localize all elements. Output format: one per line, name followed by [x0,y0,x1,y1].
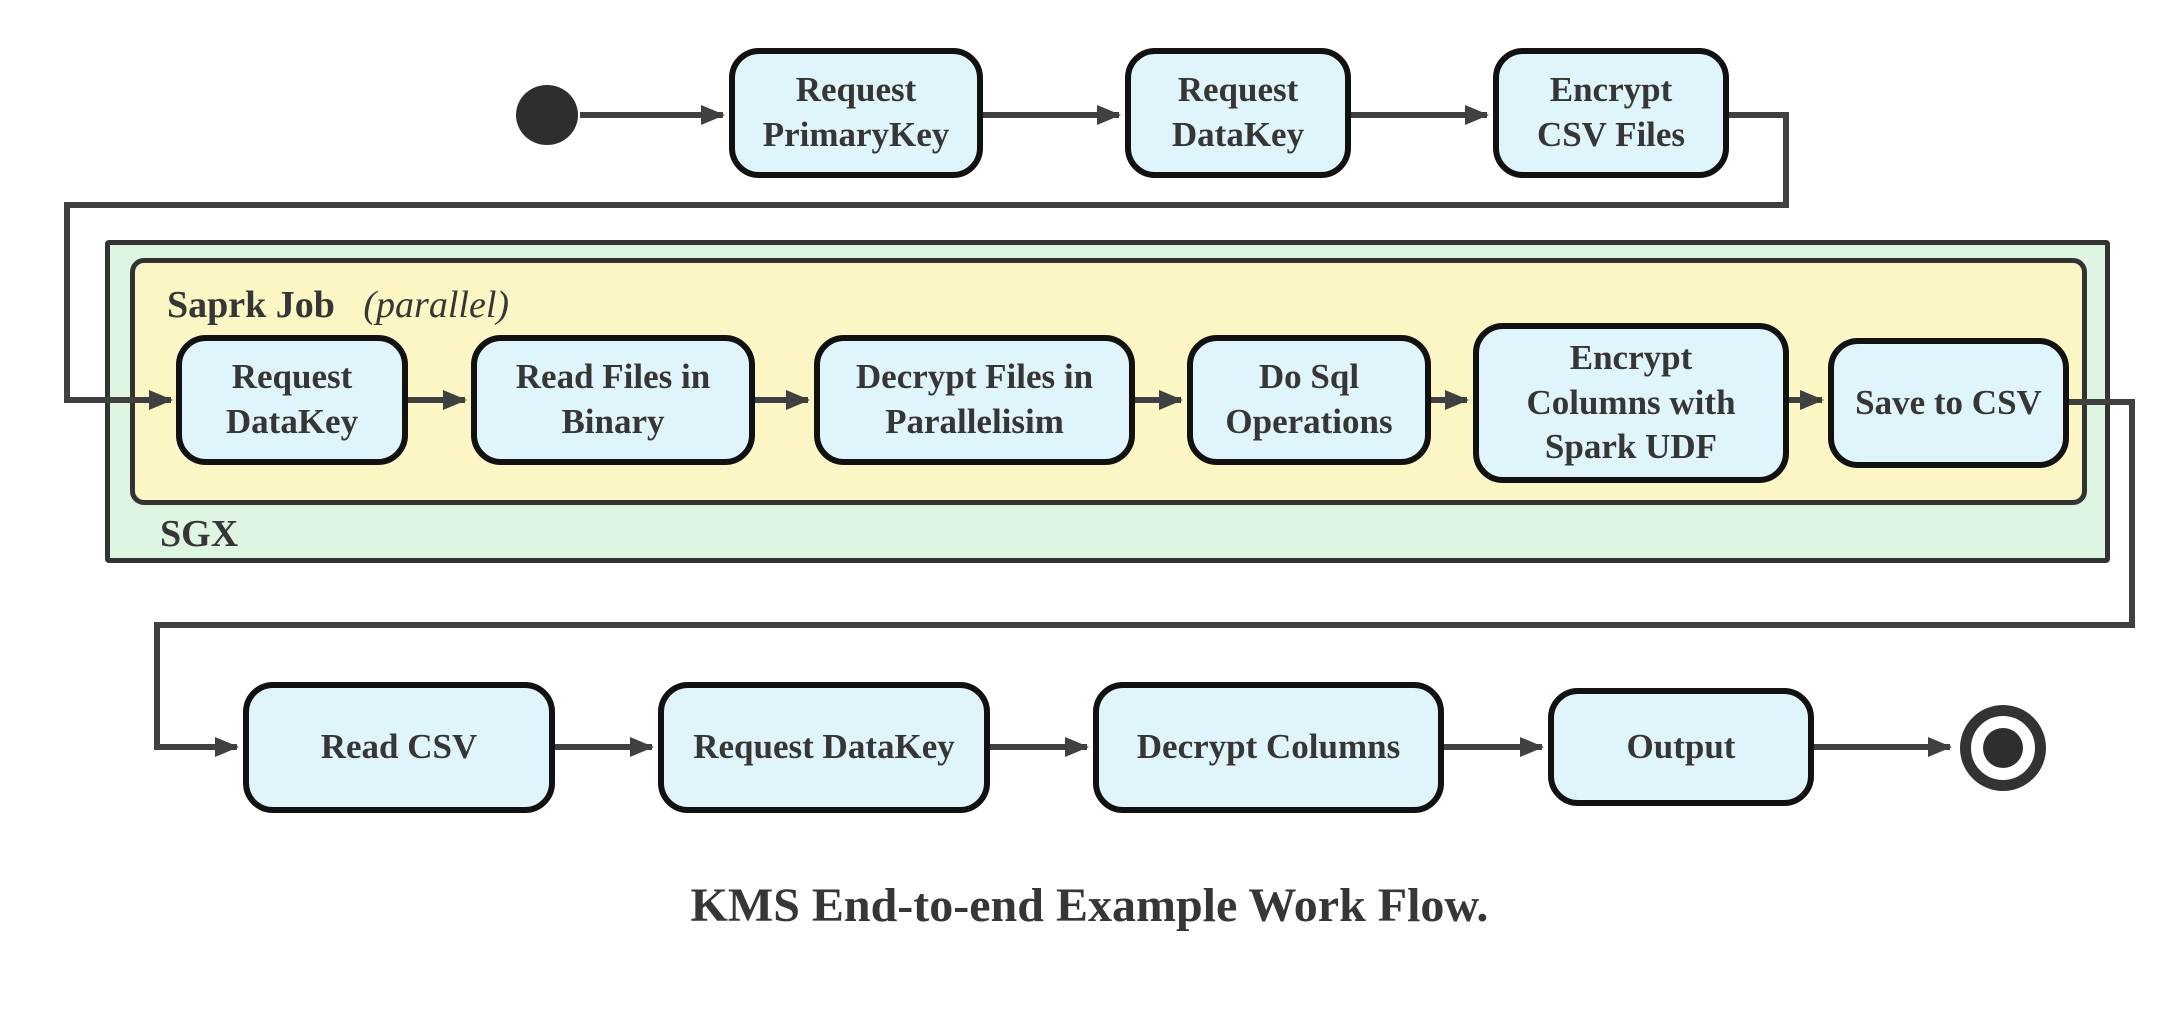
spark-job-title: Saprk Job (parallel) [167,283,509,327]
final-state-dot [1983,728,2023,768]
node-decrypt-columns: Decrypt Columns [1093,682,1444,813]
node-encrypt-csv-files: Encrypt CSV Files [1493,48,1729,178]
node-read-files-in-binary: Read Files in Binary [471,335,755,465]
sgx-label: SGX [160,513,239,555]
spark-job-parallel-note: (parallel) [363,284,510,326]
node-request-datakey-top: Request DataKey [1125,48,1351,178]
node-request-datakey-bottom: Request DataKey [658,682,990,813]
node-decrypt-files-in-parallelism: Decrypt Files in Parallelisim [814,335,1135,465]
diagram-caption: KMS End-to-end Example Work Flow. [690,879,1489,932]
spark-job-title-text: Saprk Job [167,284,335,326]
start-state-icon [516,85,578,145]
node-save-to-csv: Save to CSV [1828,338,2069,468]
node-do-sql-operations: Do Sql Operations [1187,335,1431,465]
node-request-primarykey: Request PrimaryKey [729,48,983,178]
node-encrypt-columns-spark-udf: Encrypt Columns with Spark UDF [1473,323,1789,483]
node-read-csv: Read CSV [243,682,555,813]
final-state-icon [1960,705,2046,791]
node-sgx-request-datakey: Request DataKey [176,335,408,465]
node-output: Output [1548,688,1814,806]
